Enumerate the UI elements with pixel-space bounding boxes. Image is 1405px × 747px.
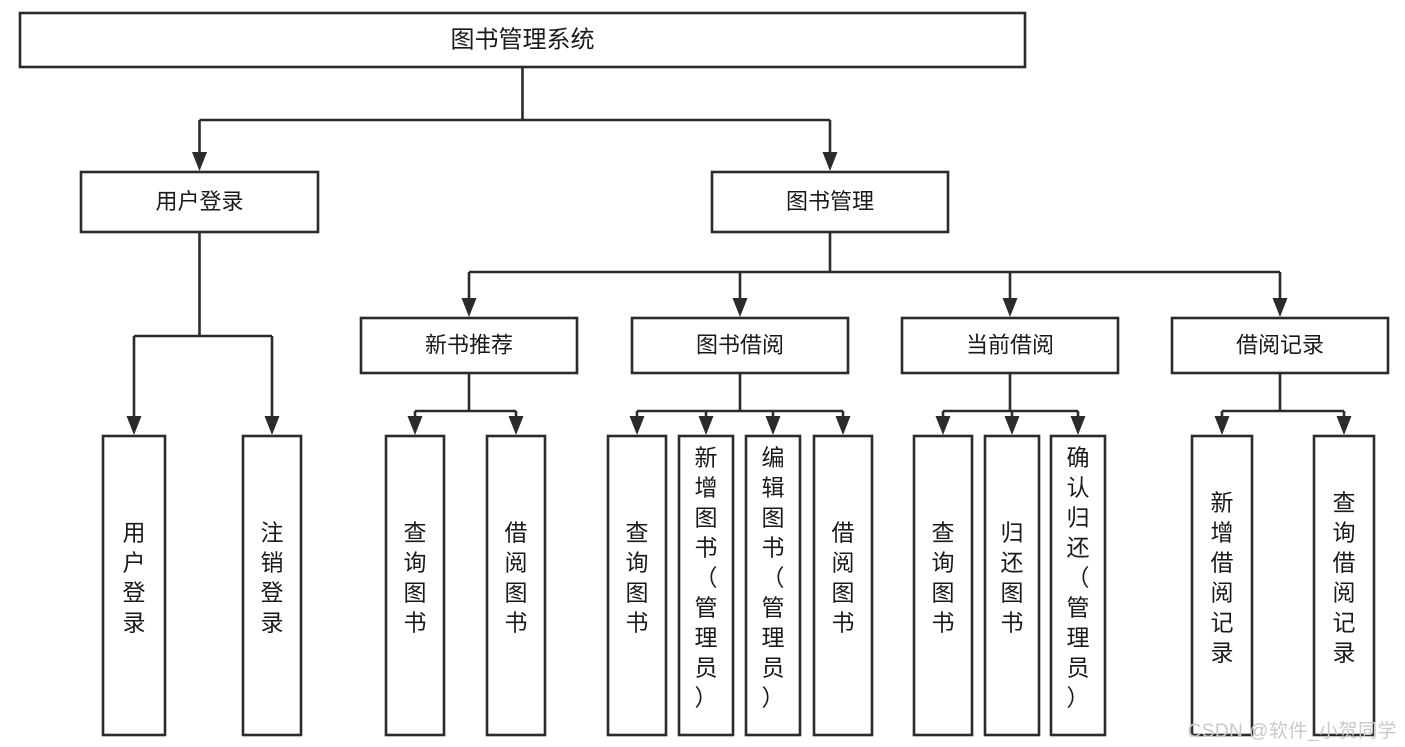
node-leaf-leaf-query-book-recommend[interactable]: 查询图书 <box>384 434 446 737</box>
arrow-head-icon <box>1214 416 1230 435</box>
node-level3-current-borrow-text: 当前借阅 <box>966 332 1054 357</box>
arrow-head-icon <box>126 416 142 435</box>
node-leaf-leaf-edit-book-text: 编辑图书（管理员） <box>762 445 785 711</box>
node-leaf-leaf-query-borrow-record[interactable]: 查询借阅记录 <box>1312 434 1376 737</box>
arrow-head-icon <box>935 416 951 435</box>
node-level3-new-book-recommend-text: 新书推荐 <box>425 332 513 357</box>
node-level2-user-login[interactable]: 用户登录 <box>79 170 320 234</box>
node-leaf-leaf-return-book-rect <box>983 434 1041 737</box>
node-leaf-leaf-return-book-text: 归还图书 <box>1001 520 1024 636</box>
node-root[interactable]: 图书管理系统 <box>18 11 1027 69</box>
node-leaf-leaf-borrow-book[interactable]: 借阅图书 <box>812 434 874 737</box>
node-leaf-leaf-edit-book[interactable]: 编辑图书（管理员） <box>744 434 802 737</box>
node-level3-book-borrow[interactable]: 图书借阅 <box>630 316 850 375</box>
arrow-head-icon <box>1002 298 1018 317</box>
node-leaf-leaf-borrow-book-recommend-rect <box>485 434 547 737</box>
node-leaf-leaf-query-book-recommend-rect <box>384 434 446 737</box>
arrow-head-icon <box>835 416 851 435</box>
node-leaf-leaf-query-book-current-text: 查询图书 <box>932 520 955 636</box>
node-leaf-leaf-confirm-return[interactable]: 确认归还（管理员） <box>1049 434 1107 737</box>
node-level3-current-borrow[interactable]: 当前借阅 <box>900 316 1120 375</box>
node-leaf-leaf-query-book-recommend-text: 查询图书 <box>404 520 427 636</box>
node-leaf-leaf-query-borrow-record-text: 查询借阅记录 <box>1333 490 1356 666</box>
node-leaf-leaf-borrow-book-rect <box>812 434 874 737</box>
node-leaf-leaf-query-borrow-record-rect <box>1312 434 1376 737</box>
arrow-head-icon <box>264 416 280 435</box>
node-level2-book-management-text: 图书管理 <box>786 189 874 214</box>
node-leaf-leaf-add-borrow-record-text: 新增借阅记录 <box>1211 490 1234 666</box>
node-leaf-leaf-logout[interactable]: 注销登录 <box>241 434 303 737</box>
node-leaf-leaf-logout-rect <box>241 434 303 737</box>
node-leaf-leaf-user-login[interactable]: 用户登录 <box>101 434 167 737</box>
node-leaf-leaf-logout-text: 注销登录 <box>261 520 284 636</box>
node-level3-book-borrow-rect <box>630 316 850 375</box>
node-leaf-leaf-confirm-return-text: 确认归还（管理员） <box>1067 445 1090 711</box>
node-leaf-leaf-add-book-text: 新增图书（管理员） <box>695 445 718 711</box>
node-leaf-leaf-query-book-borrow[interactable]: 查询图书 <box>606 434 668 737</box>
arrow-head-icon <box>629 416 645 435</box>
node-leaf-leaf-add-borrow-record-rect <box>1190 434 1254 737</box>
node-level3-borrow-record-rect <box>1170 316 1390 375</box>
arrow-head-icon <box>1272 298 1288 317</box>
arrow-head-icon <box>407 416 423 435</box>
node-level3-new-book-recommend[interactable]: 新书推荐 <box>359 316 579 375</box>
node-level3-book-borrow-text: 图书借阅 <box>696 332 784 357</box>
arrow-head-icon <box>1336 416 1352 435</box>
node-root-rect <box>18 11 1027 69</box>
node-leaf-leaf-borrow-book-recommend-text: 借阅图书 <box>505 520 528 636</box>
arrow-head-icon <box>822 152 838 171</box>
node-layer: 图书管理系统用户登录图书管理新书推荐图书借阅当前借阅借阅记录用户登录注销登录查询… <box>18 11 1390 737</box>
node-level3-current-borrow-rect <box>900 316 1120 375</box>
node-leaf-leaf-add-book-rect <box>677 434 735 737</box>
node-leaf-leaf-confirm-return-rect <box>1049 434 1107 737</box>
node-level3-new-book-recommend-rect <box>359 316 579 375</box>
node-leaf-leaf-query-book-current[interactable]: 查询图书 <box>912 434 974 737</box>
node-level2-book-management-rect <box>710 170 950 234</box>
arrow-head-icon <box>461 298 477 317</box>
arrow-head-icon <box>698 416 714 435</box>
node-leaf-leaf-edit-book-rect <box>744 434 802 737</box>
node-level3-borrow-record[interactable]: 借阅记录 <box>1170 316 1390 375</box>
node-leaf-leaf-borrow-book-text: 借阅图书 <box>832 520 855 636</box>
node-leaf-leaf-query-book-borrow-rect <box>606 434 668 737</box>
node-leaf-leaf-query-book-borrow-text: 查询图书 <box>626 520 649 636</box>
node-level2-user-login-rect <box>79 170 320 234</box>
node-level2-book-management[interactable]: 图书管理 <box>710 170 950 234</box>
node-leaf-leaf-query-book-current-rect <box>912 434 974 737</box>
arrow-head-icon <box>192 152 207 171</box>
node-leaf-leaf-user-login-text: 用户登录 <box>123 520 146 636</box>
connector-layer <box>126 67 1352 435</box>
node-leaf-leaf-add-borrow-record[interactable]: 新增借阅记录 <box>1190 434 1254 737</box>
arrow-head-icon <box>508 416 524 435</box>
node-leaf-leaf-add-book[interactable]: 新增图书（管理员） <box>677 434 735 737</box>
node-level2-user-login-text: 用户登录 <box>155 189 243 214</box>
arrow-head-icon <box>1004 416 1020 435</box>
arrow-head-icon <box>765 416 781 435</box>
node-leaf-leaf-return-book[interactable]: 归还图书 <box>983 434 1041 737</box>
node-leaf-leaf-borrow-book-recommend[interactable]: 借阅图书 <box>485 434 547 737</box>
arrow-head-icon <box>1070 416 1086 435</box>
node-root-text: 图书管理系统 <box>451 26 595 53</box>
arrow-head-icon <box>732 298 748 317</box>
node-leaf-leaf-user-login-rect <box>101 434 167 737</box>
node-level3-borrow-record-text: 借阅记录 <box>1236 332 1324 357</box>
